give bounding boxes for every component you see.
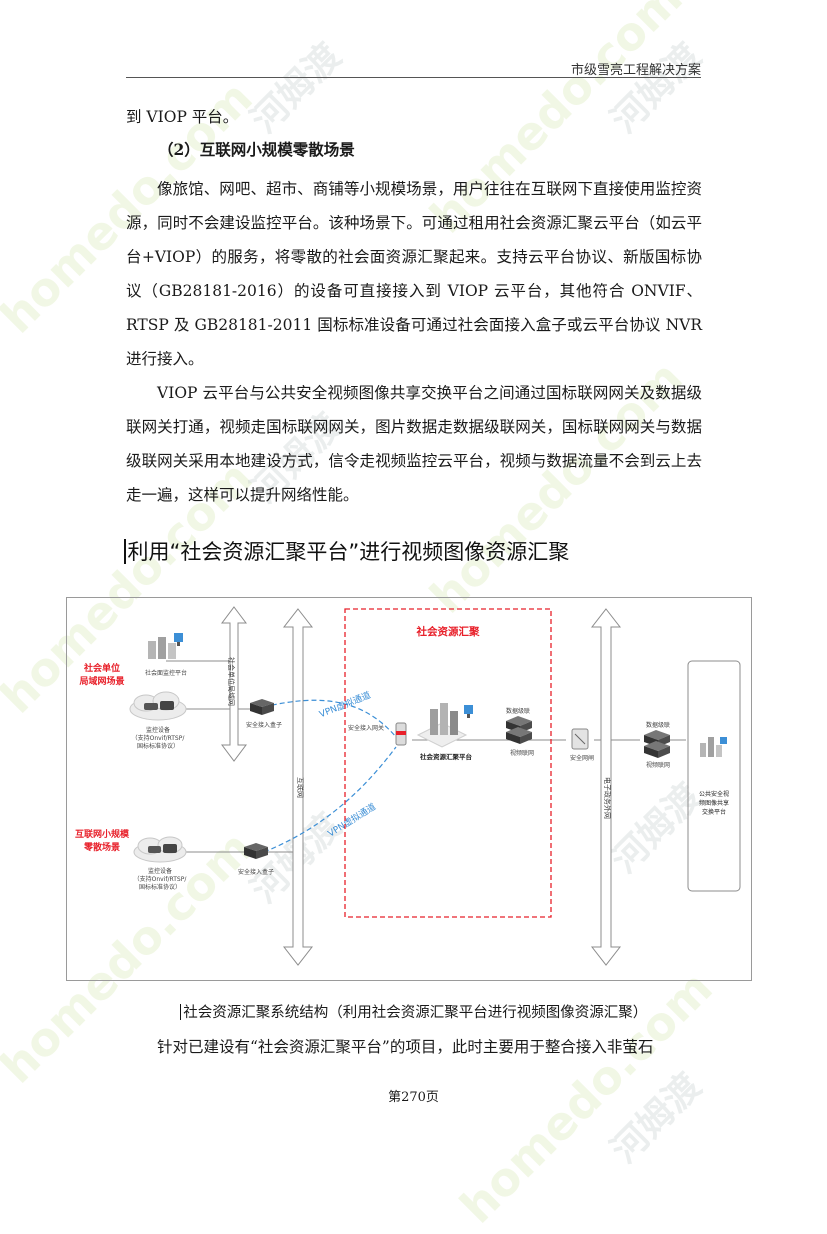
scene-label: 局域网场景 (79, 675, 124, 687)
subheading: （2）互联网小规模零散场景 (158, 140, 355, 159)
node-label: 公共安全视 (699, 790, 729, 798)
node-label: （支持Onvif/RTSP/ (132, 734, 186, 742)
vpn-tunnel-line (263, 699, 397, 738)
figure-caption: 社会资源汇聚系统结构（利用社会资源汇聚平台进行视频图像资源汇聚） (0, 1001, 827, 1022)
camera-cloud-icon (129, 691, 187, 721)
paragraph-block: 像旅馆、网吧、超市、商铺等小规模场景，用户往往在互联网下直接使用监控资源，同时不… (126, 172, 702, 512)
access-box-icon (250, 699, 274, 715)
access-box-icon (244, 843, 268, 859)
node-label: 视频联网 (510, 749, 534, 757)
public-platform-frame (687, 660, 741, 892)
scene-label: 互联网小规模 (75, 828, 130, 840)
node-label: 监控设备 (148, 867, 172, 875)
axis-gov (590, 608, 622, 966)
node-label: （支持Onvif/RTSP/ (134, 875, 188, 883)
watermark-text: 河姆渡 (603, 1065, 710, 1172)
node-label: 社会资源汇聚平台 (420, 752, 473, 761)
vpn-label: VPN虚拟通道 (326, 801, 378, 840)
node-label: 数据级联 (646, 721, 670, 729)
server-icon (148, 633, 183, 659)
node-label: 国标标准协议） (139, 883, 181, 891)
node-label: 频图像共享 (699, 799, 729, 807)
scene-label: 零散场景 (83, 841, 120, 853)
switch-icon (644, 730, 670, 758)
architecture-diagram: VPN虚拟通道 VPN虚拟通道 社会资源汇聚 社会单位 局域网场景 互联网小规模… (66, 597, 752, 981)
node-label: 安全接入盒子 (238, 868, 274, 876)
server-icon (700, 737, 727, 757)
axis-label: 社会单位局域网 (227, 657, 236, 706)
security-gate-icon (571, 728, 589, 750)
paragraph-text: 到 VIOP 平台。 (126, 108, 239, 126)
node-label: 数据级联 (506, 707, 530, 715)
platform-server-icon (416, 703, 473, 748)
paragraph-2: VIOP 云平台与公共安全视频图像共享交换平台之间通过国标联网网关及数据级联网关… (126, 384, 702, 504)
section-heading: 利用“社会资源汇聚平台”进行视频图像资源汇聚 (124, 536, 569, 566)
text-cursor (179, 1004, 182, 1020)
aggregation-zone (344, 608, 552, 918)
camera-cloud-icon (133, 836, 187, 863)
node-label: 安全网闸 (570, 754, 594, 762)
axis-label: 互联网 (296, 777, 305, 798)
node-label: 国标标准协议） (137, 742, 179, 750)
page-number: 第270页 (388, 1090, 439, 1105)
axis-internet (282, 608, 314, 966)
node-label: 社会面监控平台 (145, 669, 187, 677)
paragraph-1: 像旅馆、网吧、超市、商铺等小规模场景，用户往往在互联网下直接使用监控资源，同时不… (126, 180, 702, 368)
vpn-tunnel-line (263, 746, 397, 853)
node-label: 安全接入盒子 (246, 721, 282, 729)
aggregation-title: 社会资源汇聚 (416, 625, 480, 638)
node-label: 交换平台 (702, 808, 726, 816)
diagram-frame (66, 597, 752, 981)
paragraph-top: 到 VIOP 平台。 (126, 100, 702, 134)
header-divider (126, 77, 701, 78)
node-label: 安全接入网关 (348, 724, 384, 732)
axis-label: 电子政务外网 (603, 777, 612, 819)
axis-lan (221, 606, 247, 762)
paragraph-block: 针对已建设有“社会资源汇聚平台”的项目，此时主要用于整合接入非萤石 (126, 1030, 702, 1064)
figure-caption-text: 社会资源汇聚系统结构（利用社会资源汇聚平台进行视频图像资源汇聚） (183, 1005, 648, 1021)
node-label: 视频联网 (646, 761, 670, 769)
text-cursor (124, 539, 126, 564)
gateway-icon (395, 722, 407, 746)
scene-label: 社会单位 (83, 662, 120, 674)
switch-icon (506, 716, 532, 744)
node-label: 监控设备 (146, 726, 170, 734)
page-header-title: 市级雪亮工程解决方案 (570, 63, 701, 78)
section-heading-text: 利用“社会资源汇聚平台”进行视频图像资源汇聚 (127, 540, 570, 564)
paragraph-last: 针对已建设有“社会资源汇聚平台”的项目，此时主要用于整合接入非萤石 (157, 1038, 654, 1056)
